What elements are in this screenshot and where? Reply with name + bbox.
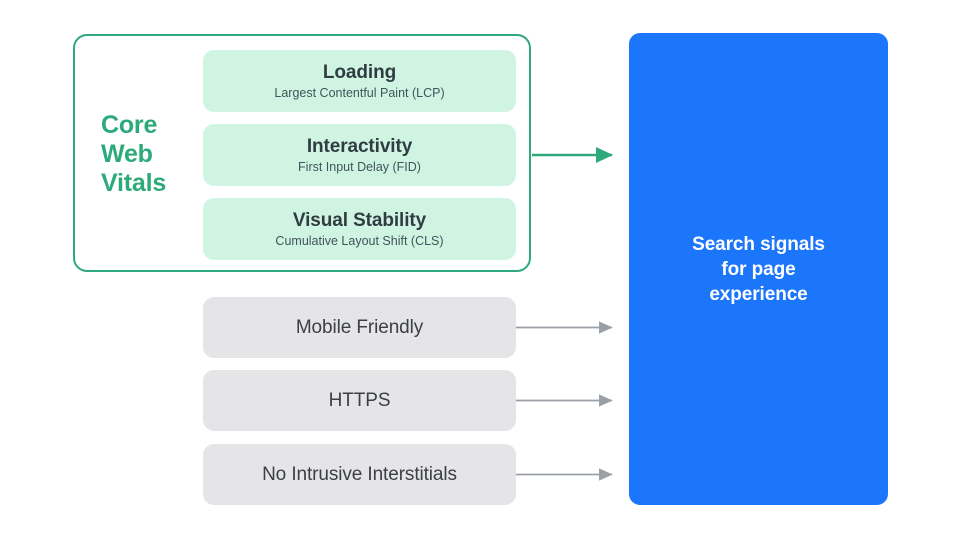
core-web-vitals-group <box>73 34 531 272</box>
metric-card-loading: Loading Largest Contentful Paint (LCP) <box>203 50 516 112</box>
metric-card-visual-stability: Visual Stability Cumulative Layout Shift… <box>203 198 516 260</box>
signal-label-https: HTTPS <box>328 390 391 411</box>
signal-https: HTTPS <box>203 370 516 431</box>
metric-title-loading: Loading <box>322 61 397 83</box>
metric-title-visual-stability: Visual Stability <box>292 209 427 231</box>
destination-panel-text: Search signals for page experience <box>692 233 825 305</box>
metric-subtitle-visual-stability: Cumulative Layout Shift (CLS) <box>275 233 444 248</box>
core-web-vitals-label-line-3: Vitals <box>101 169 167 197</box>
metric-card-interactivity: Interactivity First Input Delay (FID) <box>203 124 516 186</box>
signal-mobile-friendly: Mobile Friendly <box>203 297 516 358</box>
signal-no-intrusive-interstitials: No Intrusive Interstitials <box>203 444 516 505</box>
core-web-vitals-group-label: Core Web Vitals <box>101 111 187 198</box>
metric-subtitle-loading: Largest Contentful Paint (LCP) <box>274 85 445 100</box>
core-web-vitals-label-line-1: Core <box>101 111 158 139</box>
destination-panel: Search signals for page experience <box>629 33 888 505</box>
metric-subtitle-interactivity: First Input Delay (FID) <box>298 159 421 174</box>
metric-title-interactivity: Interactivity <box>306 135 413 157</box>
core-web-vitals-label-line-2: Web <box>101 140 153 168</box>
signal-label-mobile-friendly: Mobile Friendly <box>295 317 424 338</box>
signal-label-no-intrusive-interstitials: No Intrusive Interstitials <box>262 464 457 485</box>
